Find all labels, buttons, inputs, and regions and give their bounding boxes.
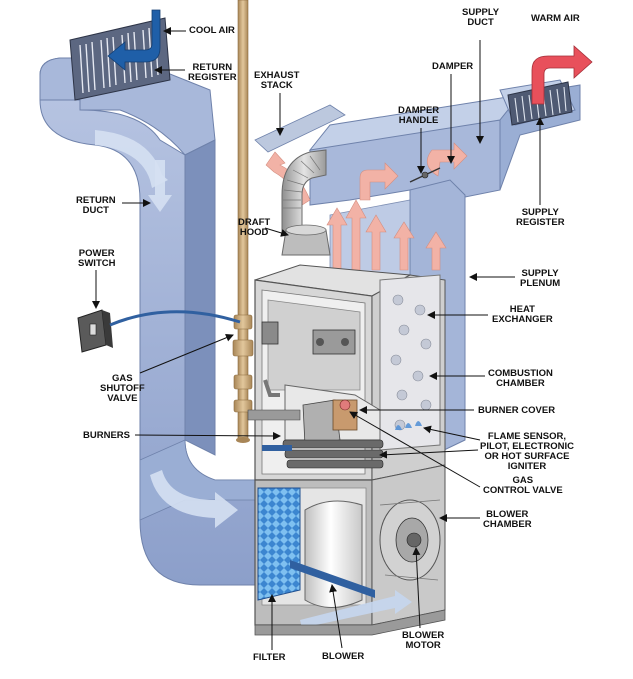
label-damper: DAMPER (432, 61, 474, 72)
label-heat-exchanger: HEAT EXCHANGER (492, 304, 553, 325)
label-gas-shutoff-valve: GAS SHUTOFF VALVE (100, 373, 145, 404)
heat-exchanger (379, 274, 441, 451)
label-cool-air: COOL AIR (189, 25, 235, 36)
label-flame-sensor: FLAME SENSOR, PILOT, ELECTRONIC OR HOT S… (480, 431, 574, 472)
label-blower-chamber: BLOWER CHAMBER (483, 509, 532, 530)
power-switch (77, 309, 241, 353)
exhaust-stack (254, 104, 346, 256)
warm-air-arrow-icon (531, 45, 593, 105)
label-blower-motor: BLOWER MOTOR (402, 630, 445, 651)
label-supply-register: SUPPLY REGISTER (516, 207, 565, 228)
furnace-cabinet (247, 264, 446, 636)
label-power-switch: POWER SWITCH (78, 248, 116, 269)
label-supply-duct: SUPPLY DUCT (462, 7, 500, 28)
label-exhaust-stack: EXHAUST STACK (254, 70, 300, 91)
label-burners: BURNERS (83, 430, 130, 441)
label-return-register: RETURN REGISTER (188, 62, 237, 83)
gas-pipe (232, 0, 254, 443)
label-gas-control-valve: GAS CONTROL VALVE (483, 475, 563, 496)
label-filter: FILTER (253, 652, 286, 663)
leader-lines (92, 27, 544, 650)
label-combustion-chamber: COMBUSTION CHAMBER (488, 368, 553, 389)
blower-motor (406, 532, 422, 548)
label-burner-cover: BURNER COVER (478, 405, 556, 416)
label-return-duct: RETURN DUCT (76, 195, 116, 216)
label-damper-handle: DAMPER HANDLE (398, 105, 440, 126)
label-draft-hood: DRAFT HOOD (238, 217, 271, 238)
burners (282, 439, 384, 469)
filter (257, 487, 301, 601)
warm-air-flow-arrows (265, 142, 468, 276)
label-blower: BLOWER (322, 651, 365, 662)
cool-air-arrow-icon (107, 9, 161, 71)
label-supply-plenum: SUPPLY PLENUM (520, 268, 561, 289)
label-warm-air: WARM AIR (531, 13, 580, 24)
